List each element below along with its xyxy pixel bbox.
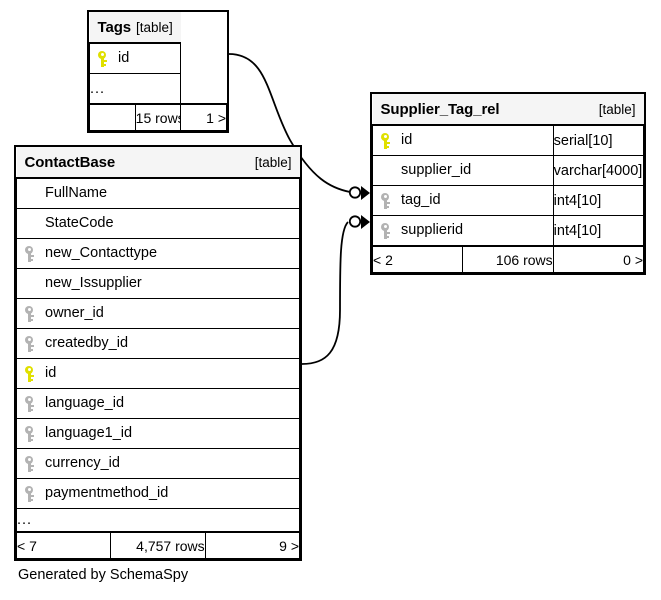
table-row[interactable]: StateCode: [16, 208, 300, 239]
column-name: paymentmethod_id: [45, 485, 169, 502]
table-name: Tags: [97, 18, 132, 36]
table-name: Supplier_Tag_rel: [380, 100, 500, 118]
column-name: supplierid: [401, 222, 464, 239]
table-footer-row: 15 rows 1 >: [89, 103, 227, 131]
no-key-spacer: [23, 215, 39, 233]
ellipsis-label: ...: [88, 73, 182, 105]
edge-arrowhead-supplierid: [361, 215, 370, 229]
table-row[interactable]: supplier_id varchar[4000]: [372, 155, 645, 186]
footer-left[interactable]: < 2: [371, 245, 464, 273]
table-more-row: ...: [88, 73, 227, 105]
primary-key-icon: [96, 50, 112, 68]
table-row[interactable]: FullName: [16, 177, 300, 209]
table-kind: [table]: [254, 154, 292, 170]
table-name: ContactBase: [24, 153, 116, 171]
table-footer-row: < 2 106 rows 0 >: [371, 245, 645, 273]
column-type: int4[10]: [552, 215, 645, 247]
column-name: currency_id: [45, 455, 120, 472]
column-name: supplier_id: [401, 162, 472, 179]
column-name: new_Contacttype: [45, 245, 158, 262]
column-name: id: [45, 365, 57, 382]
column-name: FullName: [45, 185, 108, 202]
foreign-key-icon: [23, 305, 39, 323]
no-key-spacer: [379, 162, 395, 180]
table-header-row: ContactBase [table]: [16, 147, 300, 179]
table-row[interactable]: id: [88, 42, 227, 74]
column-name: owner_id: [45, 305, 104, 322]
foreign-key-icon: [379, 222, 395, 240]
primary-key-icon: [379, 132, 395, 150]
relationship-edge-contactbase-to-supplier-tag-rel: [301, 221, 349, 365]
table-row[interactable]: id: [16, 358, 300, 389]
footer-left[interactable]: < 7: [15, 531, 112, 559]
foreign-key-icon: [379, 192, 395, 210]
foreign-key-icon: [23, 395, 39, 413]
column-type: varchar[4000]: [552, 155, 645, 186]
table-kind: [table]: [136, 19, 173, 35]
edge-arrowhead-tag-id: [361, 186, 370, 200]
footer-left[interactable]: [89, 103, 136, 131]
table-kind: [table]: [598, 101, 636, 117]
table-more-row: ...: [16, 508, 300, 533]
table-row[interactable]: new_Issupplier: [16, 268, 300, 299]
column-name: StateCode: [45, 215, 114, 232]
column-name: createdby_id: [45, 335, 129, 352]
column-type: int4[10]: [552, 185, 645, 216]
footer-rows: 4,757 rows: [110, 531, 206, 559]
column-name: tag_id: [401, 192, 441, 209]
footer-rows: 15 rows: [134, 103, 182, 131]
table-row[interactable]: new_Contacttype: [16, 238, 300, 269]
edge-endpoint-circle-supplierid: [348, 215, 362, 228]
edge-endpoint-circle-tag-id: [348, 186, 362, 199]
table-row[interactable]: currency_id: [16, 448, 300, 479]
footer-right[interactable]: 9 >: [204, 531, 301, 559]
primary-key-icon: [23, 365, 39, 383]
table-row[interactable]: owner_id: [16, 298, 300, 329]
no-key-spacer: [23, 185, 39, 203]
column-name: language1_id: [45, 425, 133, 442]
column-name: id: [118, 50, 130, 67]
table-row[interactable]: tag_id int4[10]: [372, 185, 645, 216]
table-header-row: Supplier_Tag_rel [table]: [372, 94, 644, 126]
table-row[interactable]: language_id: [16, 388, 300, 419]
table-box-contactbase[interactable]: ContactBase [table] FullName StateCode: [14, 145, 302, 561]
table-footer-row: < 7 4,757 rows 9 >: [15, 531, 301, 559]
table-row[interactable]: createdby_id: [16, 328, 300, 359]
footer-rows: 106 rows: [462, 245, 554, 273]
foreign-key-icon: [23, 425, 39, 443]
table-box-tags[interactable]: Tags [table] id ... 15 rows 1 >: [87, 10, 229, 133]
foreign-key-icon: [23, 245, 39, 263]
table-row[interactable]: language1_id: [16, 418, 300, 449]
table-box-supplier-tag-rel[interactable]: Supplier_Tag_rel [table] id serial[10]: [370, 92, 646, 275]
table-header-row: Tags [table]: [89, 12, 227, 44]
no-key-spacer: [23, 275, 39, 293]
footer-right[interactable]: 0 >: [552, 245, 645, 273]
footer-right[interactable]: 1 >: [180, 103, 227, 131]
column-name: id: [401, 132, 413, 149]
table-row[interactable]: paymentmethod_id: [16, 478, 300, 509]
generated-by-caption: Generated by SchemaSpy: [18, 567, 189, 583]
table-row[interactable]: supplierid int4[10]: [372, 215, 645, 247]
table-row[interactable]: id serial[10]: [372, 124, 645, 156]
column-name: new_Issupplier: [45, 275, 142, 292]
column-type: serial[10]: [552, 124, 645, 156]
ellipsis-label: ...: [16, 508, 300, 533]
foreign-key-icon: [23, 455, 39, 473]
foreign-key-icon: [23, 485, 39, 503]
foreign-key-icon: [23, 335, 39, 353]
column-name: language_id: [45, 395, 125, 412]
